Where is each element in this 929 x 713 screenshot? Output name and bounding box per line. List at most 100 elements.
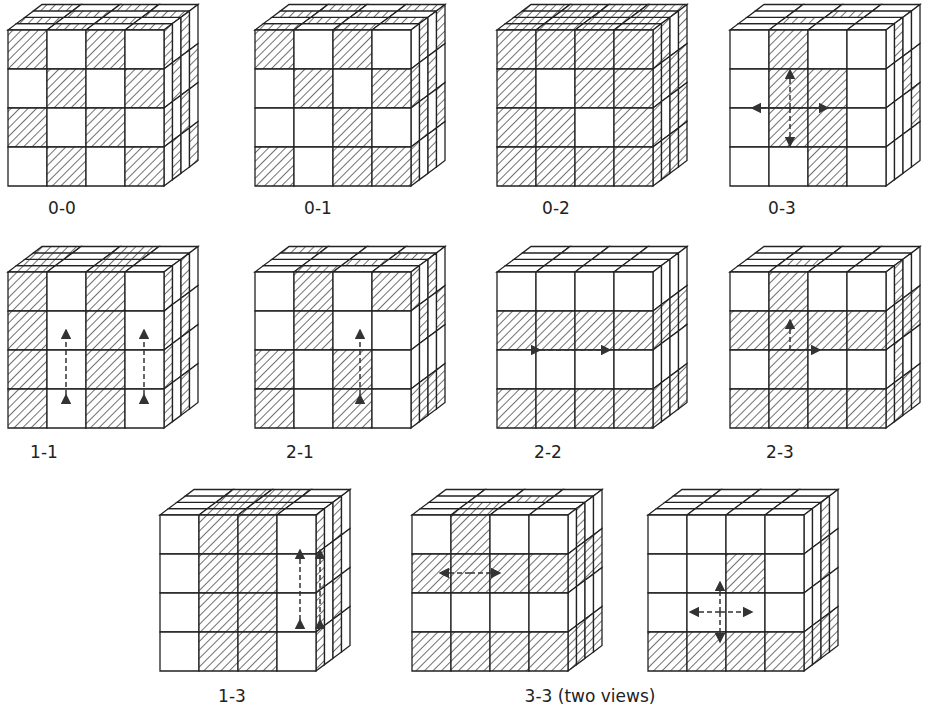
cube-cell	[662, 95, 671, 140]
cube-cell	[294, 350, 333, 389]
cube-cell	[164, 344, 173, 389]
cube-cell	[679, 286, 688, 331]
cube-cell	[769, 147, 808, 186]
cube-cell	[670, 331, 679, 376]
cube-cell	[653, 383, 662, 428]
cube-cell	[821, 574, 830, 619]
move-arrow	[720, 611, 752, 613]
cube-cell	[847, 272, 886, 311]
cube-cell	[679, 5, 688, 50]
move-arrow	[319, 550, 321, 620]
cube-cell	[813, 541, 822, 586]
cube-cell	[125, 30, 164, 69]
cube-cell	[47, 108, 86, 147]
cube-cell	[769, 350, 808, 389]
cube-cell	[594, 529, 603, 574]
move-arrow	[789, 108, 791, 146]
cube-cell	[726, 632, 765, 671]
cube-cell	[529, 554, 568, 593]
cube-cell	[575, 350, 614, 389]
cube-cell	[428, 89, 437, 134]
cube-cell	[86, 272, 125, 311]
cube-cell	[730, 389, 769, 428]
cube-cell	[575, 311, 614, 350]
cube-cell	[8, 108, 47, 147]
cube-cell	[428, 128, 437, 173]
cube-cell	[294, 272, 333, 311]
cube-cell	[903, 89, 912, 134]
cube-cell	[181, 11, 190, 56]
cube-cell	[8, 30, 47, 69]
cube-cell	[847, 147, 886, 186]
cube-cell	[160, 515, 199, 554]
cube-cell	[8, 147, 47, 186]
cube-cell	[190, 247, 199, 292]
cube-cell	[821, 613, 830, 658]
cube-cell	[679, 44, 688, 89]
cube-cell	[662, 376, 671, 421]
cube-cell	[8, 389, 47, 428]
cube-cell	[830, 568, 839, 613]
cube-cell	[294, 108, 333, 147]
cube-cell	[614, 108, 653, 147]
cube-cell	[886, 383, 895, 428]
figure-label: 2-1	[284, 442, 316, 462]
cube-cell	[662, 56, 671, 101]
cube-cell	[687, 515, 726, 554]
cube-cell	[173, 376, 182, 421]
cube-cell	[164, 63, 173, 108]
cube-cell	[575, 108, 614, 147]
cube-cell	[614, 311, 653, 350]
cube-cell	[125, 108, 164, 147]
cube-cell	[173, 298, 182, 343]
cube-cell	[679, 325, 688, 370]
cube-cell	[830, 529, 839, 574]
move-arrow	[789, 320, 791, 350]
cube-cell	[255, 69, 294, 108]
cube-cell	[411, 305, 420, 350]
cube-cell	[277, 554, 316, 593]
cube-cell	[653, 344, 662, 389]
cube-cell	[451, 632, 490, 671]
move-arrow	[790, 107, 828, 109]
cube-cell	[813, 502, 822, 547]
cube-cell	[648, 593, 687, 632]
cube-cell	[294, 30, 333, 69]
cube-cell	[316, 626, 325, 671]
cube-cell	[769, 311, 808, 350]
cube-cell	[808, 69, 847, 108]
cube-cell	[372, 69, 411, 108]
cube-cell	[372, 311, 411, 350]
cube-cell	[585, 574, 594, 619]
cube-cell	[325, 502, 334, 547]
cube-cell	[411, 344, 420, 389]
cube-cell	[411, 102, 420, 147]
cube-cell	[648, 515, 687, 554]
cube-cell	[199, 515, 238, 554]
cube-cell	[577, 541, 586, 586]
cube-cell	[804, 626, 813, 671]
cube-cell	[903, 331, 912, 376]
cube-cell	[437, 247, 446, 292]
cube-cell	[912, 364, 921, 409]
cube-cell	[912, 286, 921, 331]
cube-cell	[575, 272, 614, 311]
cube-cell	[181, 370, 190, 415]
cube-cell	[808, 272, 847, 311]
cube-cell	[648, 632, 687, 671]
cube-cell	[333, 613, 342, 658]
cube-cell	[830, 607, 839, 652]
cube-cell	[255, 147, 294, 186]
cube-cell	[886, 24, 895, 69]
cube-cell	[662, 298, 671, 343]
cube-cell	[662, 259, 671, 304]
cube-cell	[238, 593, 277, 632]
cube-cell	[190, 122, 199, 167]
cube-cell	[47, 147, 86, 186]
cube-cell	[372, 108, 411, 147]
cube-cell	[411, 383, 420, 428]
cube-cell	[8, 350, 47, 389]
cube-cell	[670, 370, 679, 415]
cube-cell	[437, 44, 446, 89]
cube-cell	[437, 325, 446, 370]
